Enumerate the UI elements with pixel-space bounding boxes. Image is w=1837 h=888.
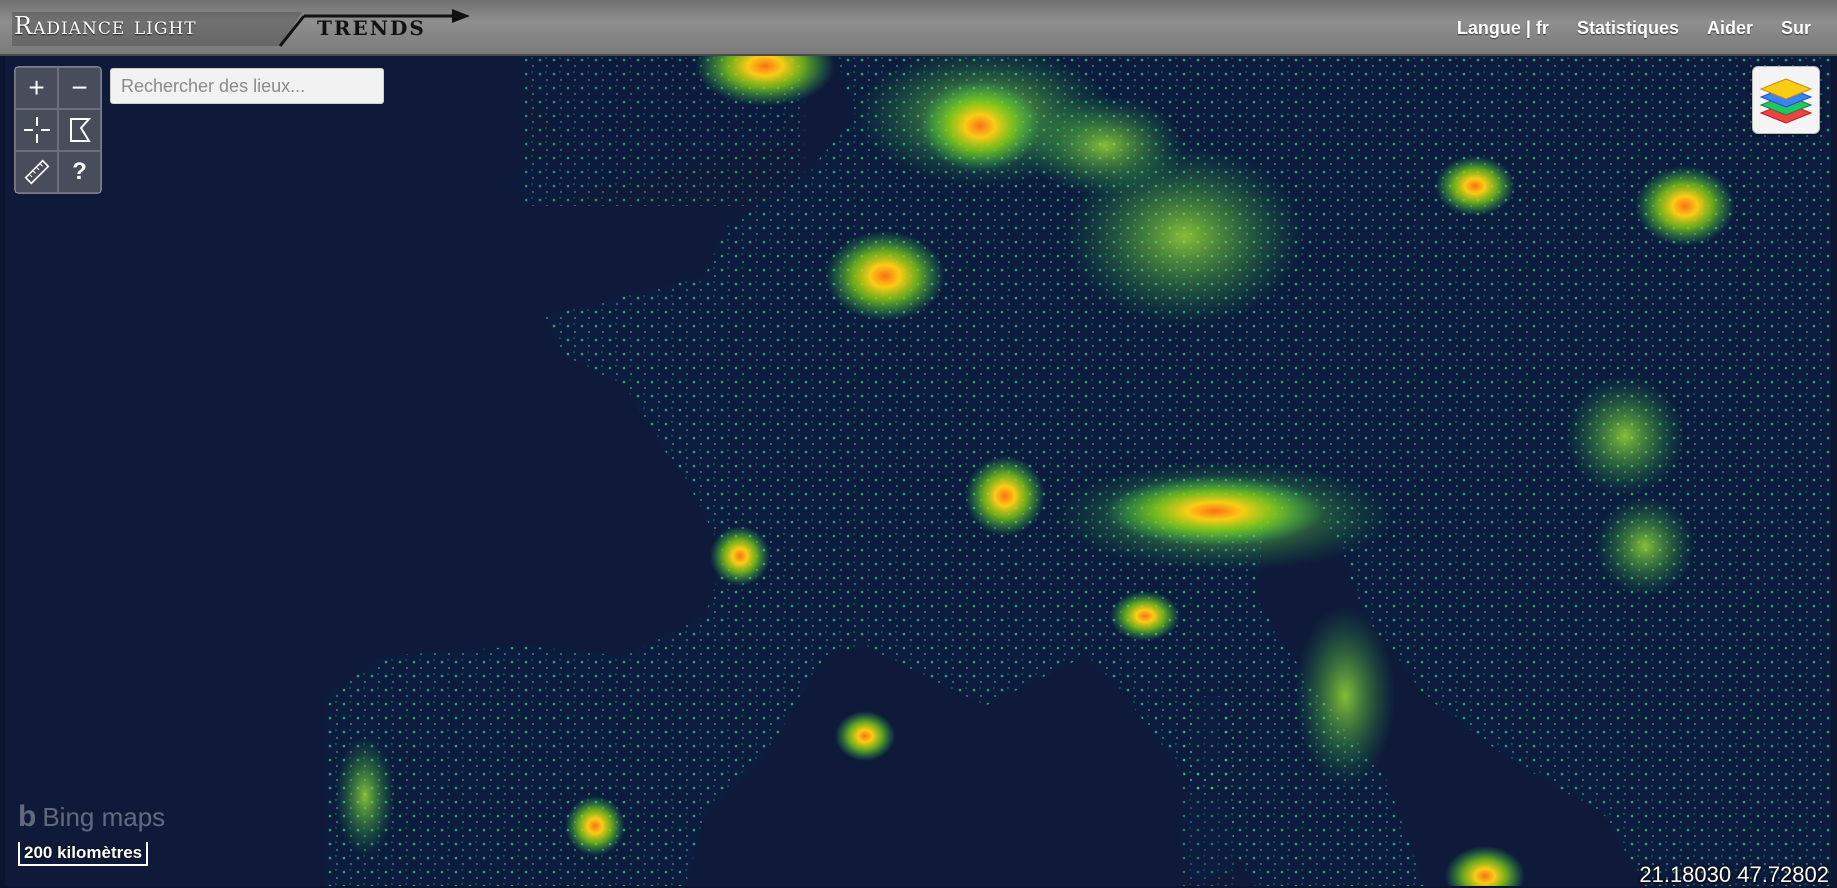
nav-statistics[interactable]: Statistiques <box>1576 18 1679 38</box>
bing-logo-icon: b <box>18 800 37 833</box>
app-logo[interactable]: Radiance light TRENDS <box>12 6 472 50</box>
map-canvas[interactable] <box>5 56 1831 886</box>
layers-icon <box>1759 78 1813 124</box>
help-button[interactable]: ? <box>58 151 101 193</box>
zoom-in-button[interactable]: + <box>15 67 58 109</box>
cursor-coordinates: 21.18030 47.72802 <box>1639 862 1829 887</box>
map-toolbar: + − ? <box>14 66 102 194</box>
search-places-input[interactable] <box>110 68 384 104</box>
header-bar: Radiance light TRENDS Langue | fr Statis… <box>0 0 1837 56</box>
bing-attribution: b Bing maps <box>18 800 165 834</box>
crosshair-icon[interactable] <box>15 109 58 151</box>
nav-about[interactable]: Sur <box>1780 18 1811 38</box>
bing-attribution-text: Bing maps <box>42 801 166 832</box>
draw-polygon-icon[interactable] <box>58 109 101 151</box>
zoom-out-button[interactable]: − <box>58 67 101 109</box>
logo-graphic <box>12 9 470 47</box>
logo-text-radiance: Radiance light <box>14 12 197 40</box>
nav-help[interactable]: Aider <box>1706 18 1753 38</box>
logo-text-trends: TRENDS <box>317 16 426 40</box>
night-lights-map[interactable] <box>5 56 1831 886</box>
top-nav: Langue | fr Statistiques Aider Sur <box>1457 18 1811 39</box>
nav-language[interactable]: Langue | fr <box>1456 18 1549 38</box>
layers-button[interactable] <box>1752 66 1820 134</box>
ruler-icon[interactable] <box>15 151 58 193</box>
scale-bar: 200 kilomètres <box>18 842 149 866</box>
